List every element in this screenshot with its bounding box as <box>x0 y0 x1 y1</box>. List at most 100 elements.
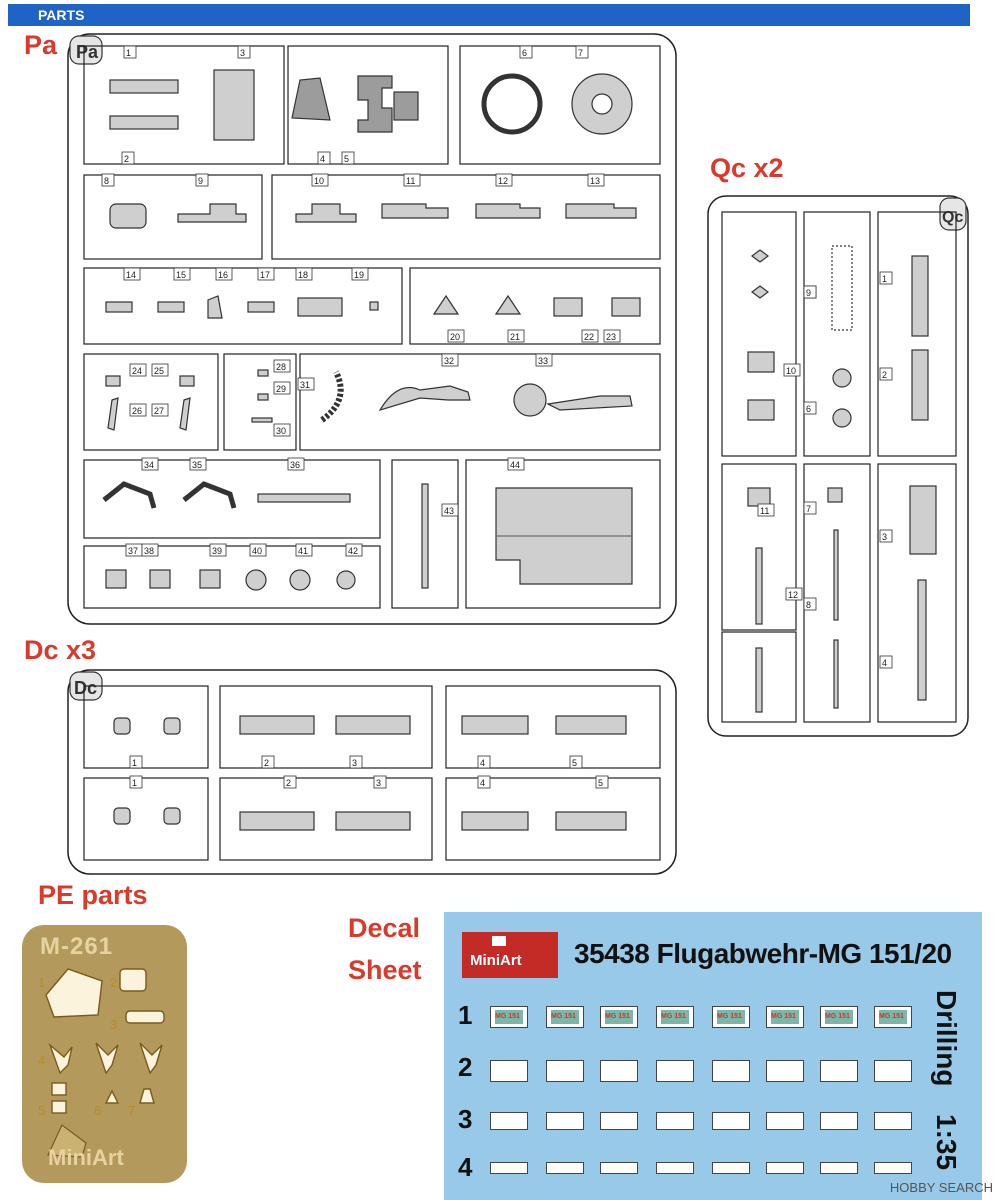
part-number-box <box>129 403 147 417</box>
part-pa-24 <box>105 375 121 387</box>
part-number-label: 24 <box>132 366 142 376</box>
part-number-label: 5 <box>344 154 349 164</box>
part-number-label: 15 <box>176 270 186 280</box>
part-number-box <box>129 755 143 769</box>
part-number-label: 22 <box>584 332 594 342</box>
section-label-pe: PE parts <box>38 880 148 910</box>
part-number-label: 12 <box>788 590 798 600</box>
part-number-box <box>373 775 387 789</box>
decal-sheet: MiniArt 35438 Flugabwehr-MG 151/20 Drill… <box>444 912 982 1200</box>
part-number-label: 5 <box>598 778 603 788</box>
part-number-label: 35 <box>192 460 202 470</box>
part-number-box <box>803 501 817 515</box>
part-number-box <box>603 329 621 343</box>
part-number-box <box>587 173 605 187</box>
part-pa-41 <box>289 569 311 591</box>
part-number-box <box>317 151 331 165</box>
part-number-label: 44 <box>510 460 520 470</box>
part-qc-12 <box>755 547 763 625</box>
part-number-box <box>273 423 291 437</box>
part-qc-3 <box>909 485 937 555</box>
part-number-label: 3 <box>882 532 887 542</box>
part-pa-16 <box>207 295 223 319</box>
decal-item-text: MG 151 <box>717 1013 742 1020</box>
part-qc-10 <box>747 351 775 373</box>
decal-item-fill <box>879 1010 907 1024</box>
part-dc-1 <box>113 717 131 735</box>
part-number-label: 5 <box>38 1103 45 1118</box>
pa-cell <box>459 45 661 165</box>
part-pa-10 <box>295 203 357 223</box>
part-number-box <box>209 543 227 557</box>
sprue-dc-frame <box>67 669 677 875</box>
part-number-label: 20 <box>450 332 460 342</box>
part-pa-7-hub <box>591 93 613 115</box>
section-label-decal-2: Sheet <box>348 955 422 985</box>
part-number-box <box>189 457 207 471</box>
part-number-box <box>129 363 147 377</box>
part-qc-7 <box>751 249 769 263</box>
decal-item <box>712 1060 750 1082</box>
part-number-box <box>295 543 313 557</box>
decal-item <box>766 1060 804 1082</box>
part-qc-4 <box>917 579 927 701</box>
decal-item <box>490 1060 528 1082</box>
part-pa-4 <box>291 77 331 121</box>
part-number-label: 19 <box>354 270 364 280</box>
part-number-label: 31 <box>300 380 310 390</box>
pe-part-4b <box>95 1042 119 1075</box>
decal-item <box>874 1162 912 1174</box>
part-number-label: 10 <box>314 176 324 186</box>
part-number-box <box>477 775 491 789</box>
decal-item <box>656 1112 694 1130</box>
part-number-box <box>803 285 817 299</box>
part-number-label: 12 <box>498 176 508 186</box>
part-number-box <box>581 329 599 343</box>
decal-item-fill <box>495 1010 523 1024</box>
part-number-box <box>595 775 609 789</box>
part-number-label: 26 <box>132 406 142 416</box>
sprue-pa-frame <box>67 33 677 625</box>
part-number-label: 36 <box>290 460 300 470</box>
decal-item: MG 151 <box>490 1006 528 1028</box>
part-number-label: 2 <box>110 975 117 990</box>
dc-cell <box>83 685 209 769</box>
pa-cell <box>409 267 661 345</box>
part-number-box <box>287 457 305 471</box>
part-number-label: 30 <box>276 426 286 436</box>
part-number-box <box>403 173 421 187</box>
part-number-label: 9 <box>806 288 811 298</box>
part-pa-5 <box>357 75 393 133</box>
part-pa-23 <box>611 297 641 317</box>
part-number-box <box>507 329 525 343</box>
part-number-label: 41 <box>298 546 308 556</box>
pe-brand: MiniArt <box>48 1145 124 1170</box>
pe-part-4 <box>48 1042 73 1075</box>
part-dc-5b <box>555 811 627 831</box>
part-dc-4 <box>461 715 529 735</box>
part-number-box <box>349 755 363 769</box>
part-number-label: 4 <box>38 1053 45 1068</box>
pe-logo-shape <box>47 1124 87 1158</box>
part-qc-5 <box>831 245 853 331</box>
part-number-label: 1 <box>132 758 137 768</box>
decal-item: MG 151 <box>600 1006 638 1028</box>
part-number-label: 13 <box>590 176 600 186</box>
decal-item: MG 151 <box>874 1006 912 1028</box>
part-number-label: 32 <box>444 356 454 366</box>
part-number-box <box>151 363 169 377</box>
part-number-box <box>879 271 893 285</box>
part-number-label: 8 <box>806 600 811 610</box>
part-number-label: 10 <box>786 366 796 376</box>
part-pa-33 <box>513 383 547 417</box>
part-number-label: 8 <box>104 176 109 186</box>
part-pa-35 <box>182 481 237 509</box>
decal-item <box>546 1060 584 1082</box>
decal-item <box>766 1162 804 1174</box>
part-pa-2 <box>109 115 179 130</box>
decal-item-text: MG 151 <box>605 1013 630 1020</box>
decal-item: MG 151 <box>546 1006 584 1028</box>
decal-item-text: MG 151 <box>879 1013 904 1020</box>
